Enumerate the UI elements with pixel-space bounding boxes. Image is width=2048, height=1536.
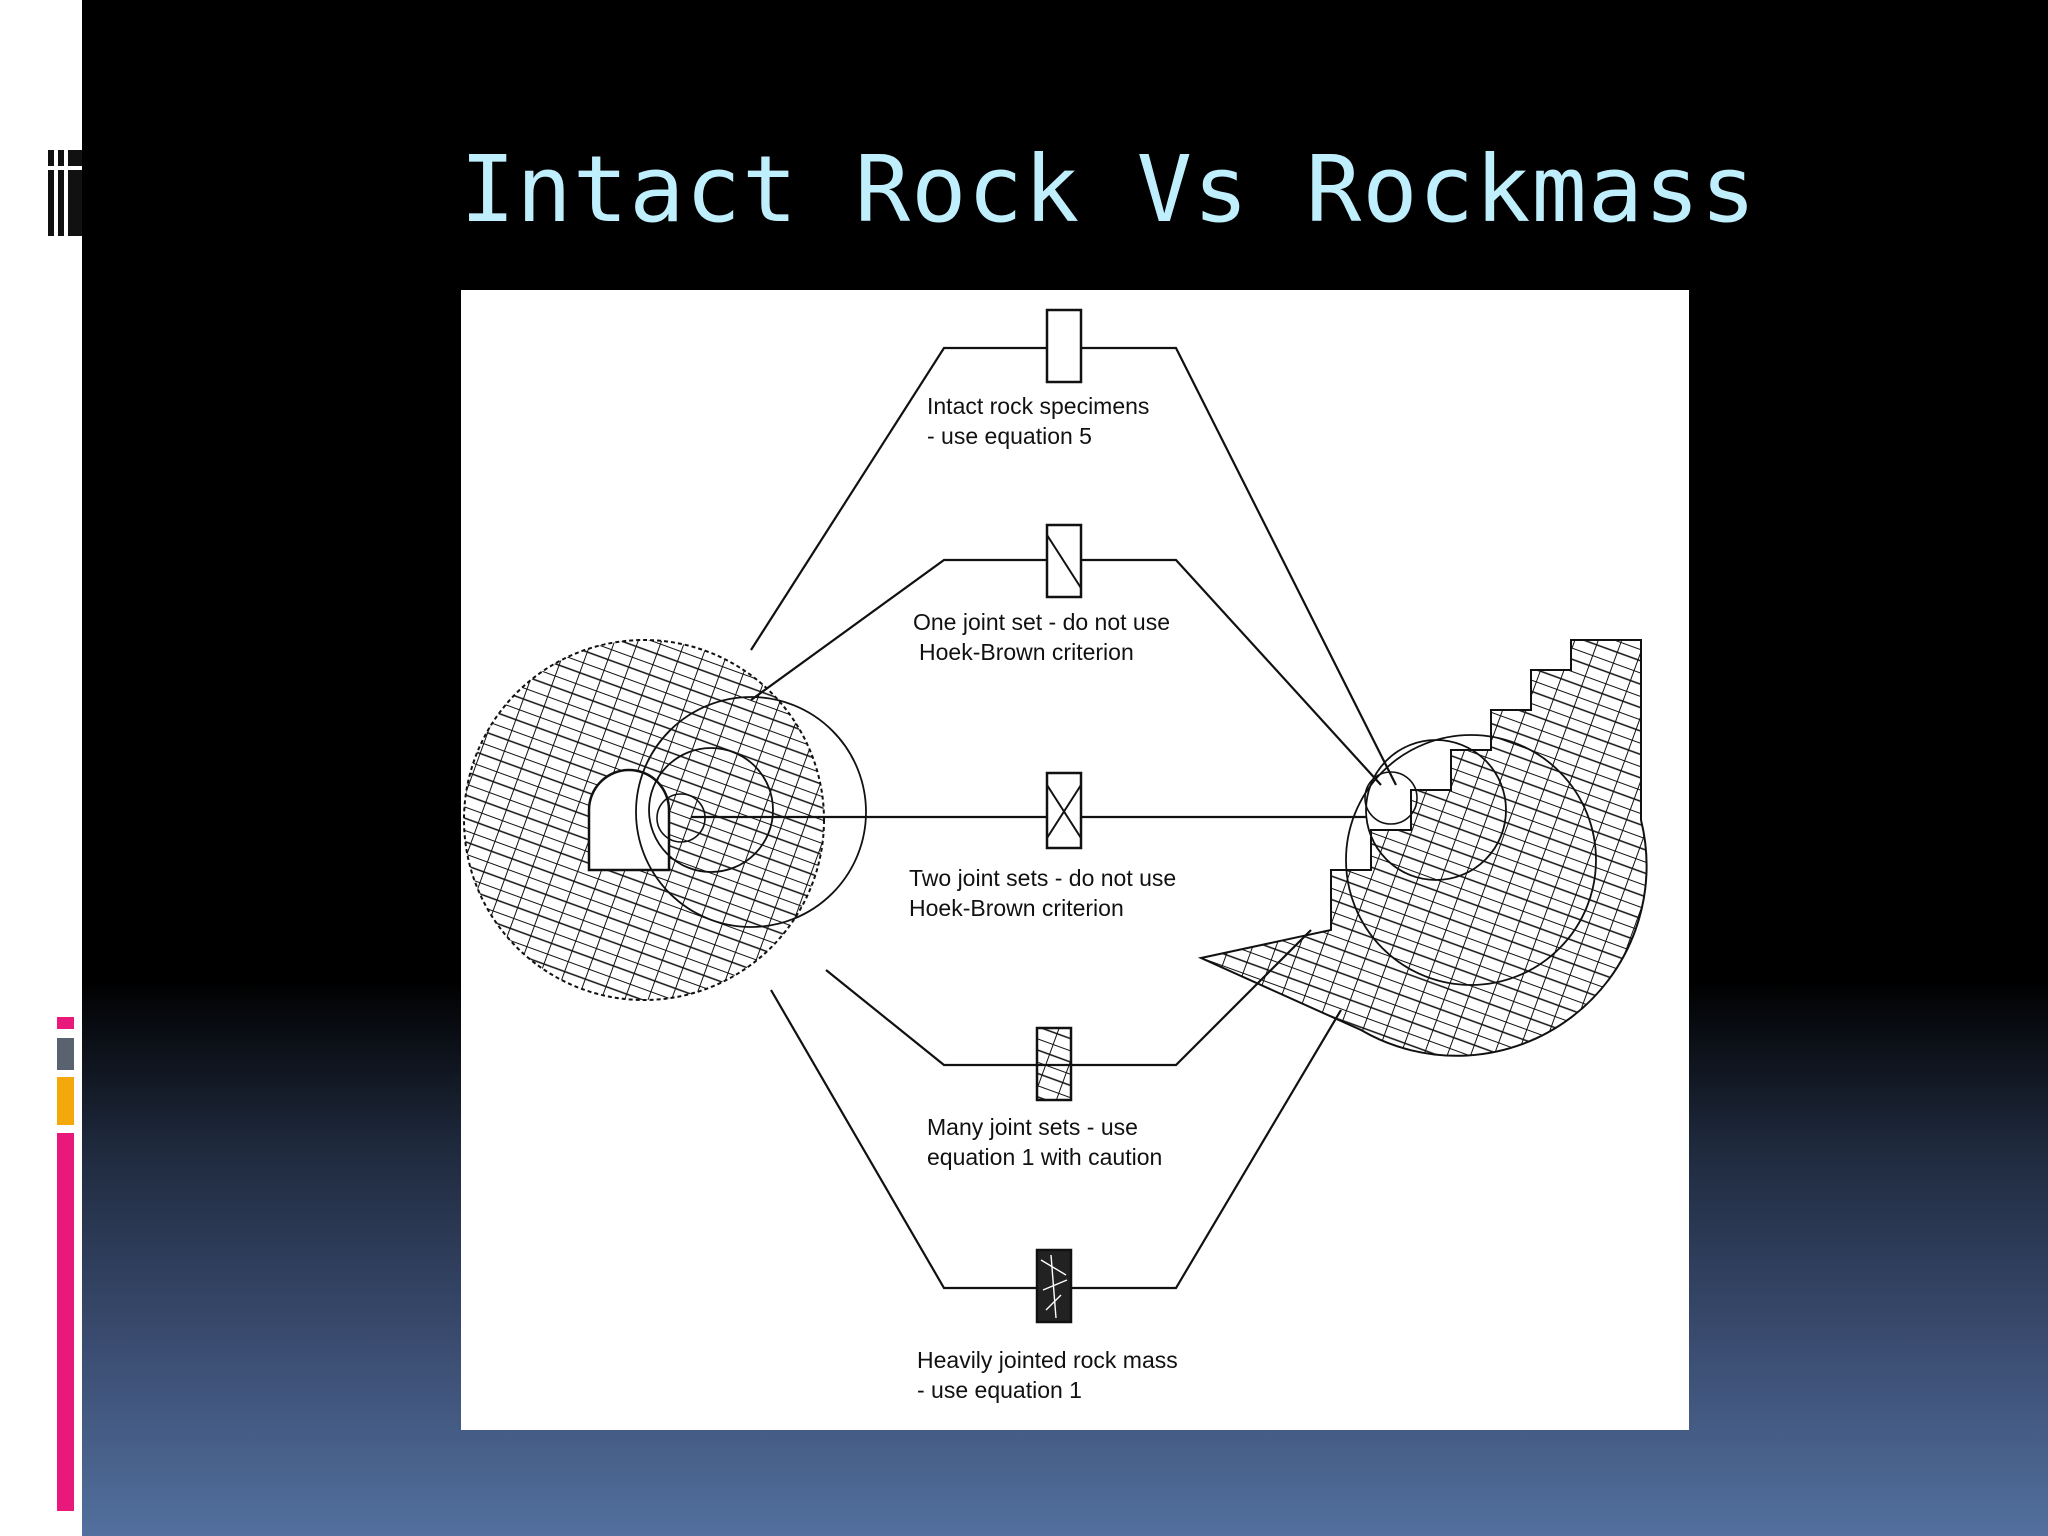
specimen-one-joint	[1045, 523, 1083, 599]
specimen-many-joint	[1035, 1026, 1073, 1102]
tunnel-opening	[587, 768, 671, 872]
accent-bar-pink-long	[57, 1133, 74, 1511]
label-intact-line2: - use equation 5	[927, 423, 1092, 449]
left-rock-mass	[463, 639, 867, 1001]
right-slope-rock-mass	[1197, 639, 1648, 1057]
label-two-joint-line1: Two joint sets - do not use	[909, 865, 1176, 891]
label-many-joint-line1: Many joint sets - use	[927, 1114, 1138, 1140]
label-heavily-jointed-line1: Heavily jointed rock mass	[917, 1347, 1178, 1373]
label-one-joint-line1: One joint set - do not use	[913, 609, 1170, 635]
specimen-heavily-jointed	[1035, 1248, 1073, 1324]
label-heavily-jointed-line2: - use equation 1	[917, 1377, 1082, 1403]
accent-bar-orange	[57, 1077, 74, 1125]
accent-bar-slate	[57, 1038, 74, 1070]
window-icon	[48, 150, 82, 236]
rock-mass-diagram: Intact rock specimens - use equation 5 O…	[461, 290, 1689, 1430]
specimen-intact	[1045, 308, 1083, 384]
accent-bar-pink-small	[57, 1017, 74, 1029]
slide-title: Intact Rock Vs Rockmass	[460, 136, 1757, 243]
label-intact-line1: Intact rock specimens	[927, 393, 1149, 419]
label-one-joint-line2: Hoek-Brown criterion	[919, 639, 1134, 665]
label-two-joint-line2: Hoek-Brown criterion	[909, 895, 1124, 921]
label-many-joint-line2: equation 1 with caution	[927, 1144, 1162, 1170]
specimen-two-joint	[1045, 771, 1083, 850]
